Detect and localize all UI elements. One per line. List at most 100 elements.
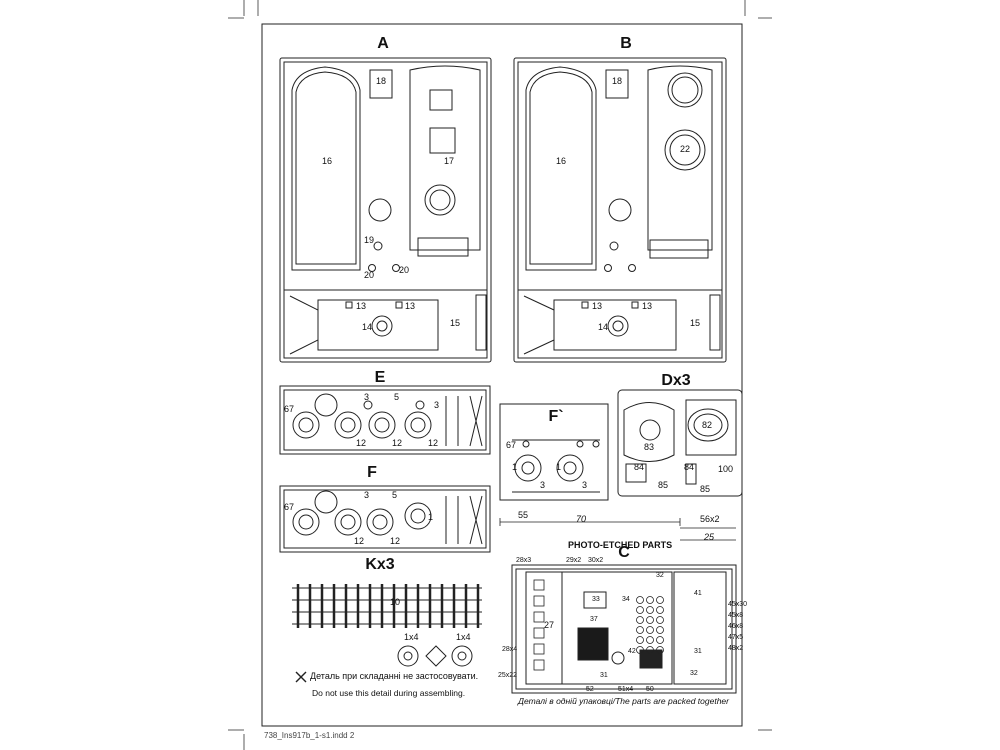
part-number: 5 [394,392,400,402]
sprue-f-prime-title: F` [548,408,564,425]
photo-etched-dims [499,518,736,541]
small-part [656,606,664,614]
dim-56x2: 56x2 [700,514,720,524]
part-number: 82 [702,420,713,430]
small-part [656,626,664,634]
small-part [656,646,664,654]
small-part [533,595,545,607]
sprue-e [279,385,491,455]
part-number: 1x4 [456,632,471,642]
sprue-f-prime [499,403,609,501]
part-number: 84 [684,462,695,472]
part-number: 50 [646,686,654,693]
part-number: 34 [622,596,630,603]
small-part [533,643,545,655]
sprue-b-title: B [620,35,632,52]
part-number: 1 [556,462,562,472]
sprue-e-title: E [374,369,386,386]
part-number: 20 [399,265,410,275]
note-not-used-en: Do not use this detail during assembling… [312,688,466,698]
sprue-k-title: Kx3 [365,556,395,573]
part-number: 51x4 [618,686,634,693]
part-number: 13 [405,301,416,311]
part-number: 85 [658,480,669,490]
part-number: 25x22 [498,672,518,679]
part-number: 52 [586,686,594,693]
part-a17 [409,65,481,251]
part-number: 41 [694,590,702,597]
part-number: 67 [284,502,295,512]
part-number: 85 [700,484,711,494]
photo-etched-title: PHOTO-ETCHED PARTS [568,540,673,550]
sprue-c [511,564,737,694]
part-number: 18 [612,76,623,86]
part-number: 83 [644,442,655,452]
part-number: 1 [512,462,518,472]
small-part [636,616,644,624]
small-part [646,596,654,604]
small-part [646,606,654,614]
sprue-c-title: C [618,544,630,561]
part-number: 3 [364,490,370,500]
part-number: 12 [354,536,365,546]
part-number: 14 [362,322,373,332]
part-number: 1 [428,512,434,522]
small-part [646,626,654,634]
part-number: 31 [694,648,702,655]
part-number: 13 [356,301,367,311]
part-number: 37 [590,616,598,623]
part-number: 29x2 [566,557,582,564]
dim-25: 25 [704,532,715,542]
part-number: 13 [592,301,603,311]
part-number: 45x30 [728,601,748,608]
part-number: 100 [718,464,734,474]
small-part [636,626,644,634]
part-number: 28x3 [516,557,532,564]
sprue-f [279,485,491,553]
part-number: 30x2 [588,557,604,564]
part-number: 19 [364,235,375,245]
sprue-d [617,389,743,497]
part-number: 32 [690,670,698,677]
sprue-f-title: F [367,464,377,481]
part-number: 15 [450,318,461,328]
note-packed-together: Деталі в одній упаковці/The parts are pa… [518,696,729,706]
small-part [636,646,644,654]
part-number: 10 [390,597,401,607]
part-number: 48x2 [728,645,744,652]
small-part [533,627,545,639]
part-number: 46x8 [728,623,744,630]
part-number: 12 [356,438,367,448]
part-a16 [291,66,361,271]
small-part [656,616,664,624]
part-d82 [687,408,729,442]
sprue-k-wheels [397,645,473,667]
part-number: 16 [556,156,567,166]
part-number: 3 [582,480,588,490]
small-part [646,636,654,644]
dim-55: 55 [518,510,529,520]
part-number: 33 [592,596,600,603]
part-number: 67 [506,440,517,450]
sprue-d-title: Dx3 [661,372,691,389]
part-number: 32 [656,572,664,579]
part-number: 42 [628,648,636,655]
small-part [656,596,664,604]
part-number: 3 [434,400,440,410]
small-part [646,616,654,624]
part-a14 [371,315,393,337]
part-number: 45x8 [728,612,744,619]
part-number: 22 [680,144,691,154]
part-number: 12 [392,438,403,448]
small-part [646,646,654,654]
part-number: 16 [322,156,333,166]
part-number: 20 [364,270,375,280]
dim-70: 70 [576,514,587,524]
sprue-k-track [292,587,482,625]
part-number: 14 [598,322,609,332]
sprue-b [513,57,727,363]
sprue-a-title: A [377,35,389,52]
part-number: 5 [392,490,398,500]
part-number: 28x4 [502,646,518,653]
part-number: 27 [544,620,555,630]
